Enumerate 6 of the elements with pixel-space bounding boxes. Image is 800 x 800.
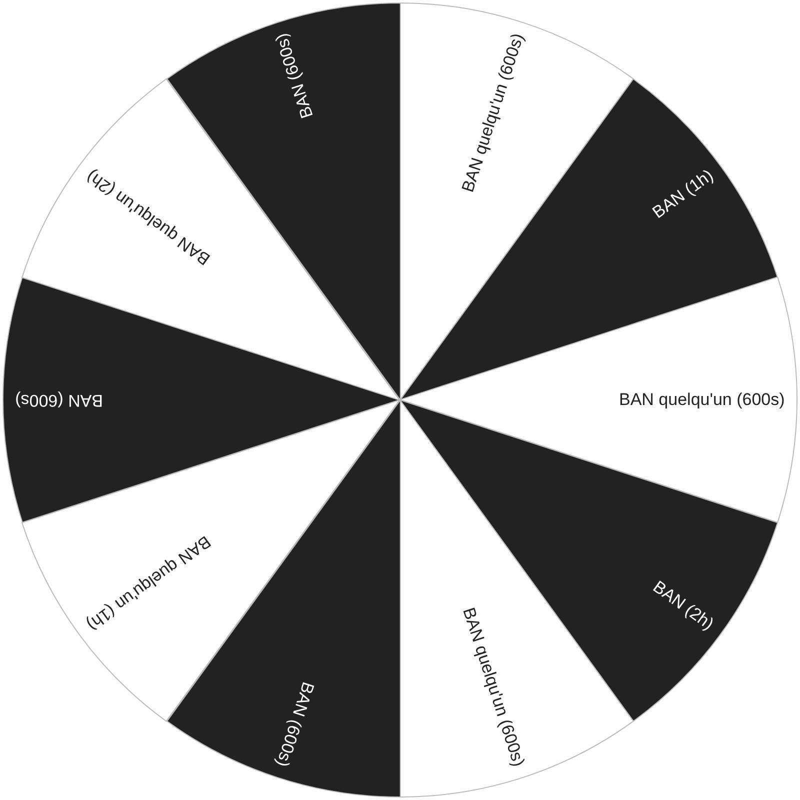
- segment-label: BAN (600s): [15, 390, 103, 410]
- segment-label: BAN quelqu'un (600s): [619, 390, 785, 410]
- segment-label: BAN (2h): [648, 577, 718, 634]
- segment-label: BAN (600s): [272, 679, 318, 770]
- segment-label: BAN (1h): [648, 166, 718, 223]
- segment-label: BAN (600s): [272, 30, 318, 121]
